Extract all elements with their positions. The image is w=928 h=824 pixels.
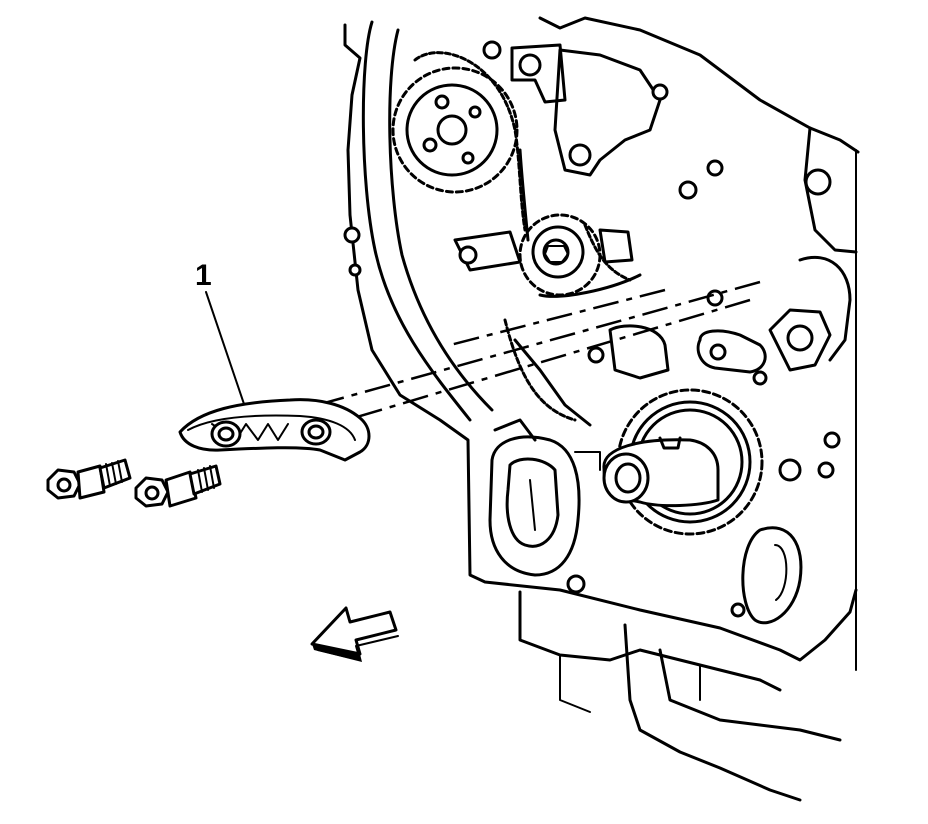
timing-chain [413,51,642,427]
guide-bolt-2 [134,464,222,508]
callout-1: 1 [195,259,245,405]
idler-sprocket [453,213,634,297]
crankshaft-sprocket [602,388,764,536]
guide-bolt-1 [46,458,132,500]
camshaft-sprocket [391,66,519,194]
direction-arrow [310,606,399,662]
engine-block [343,16,860,802]
chain-guide [178,398,371,462]
callout-label-1: 1 [195,259,212,292]
